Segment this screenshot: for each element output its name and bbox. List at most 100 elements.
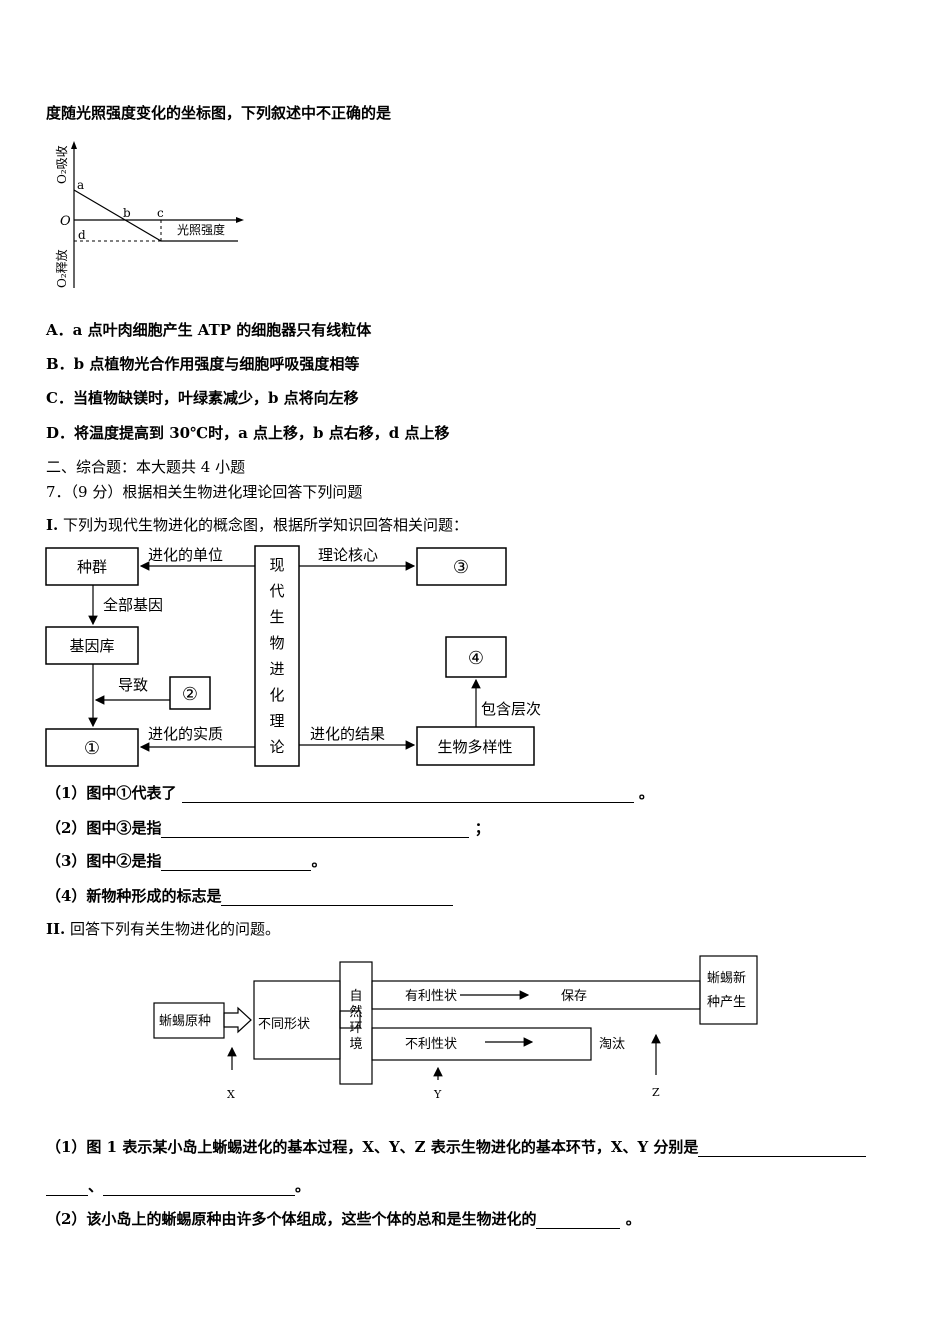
box-natural-environment [339, 961, 373, 1085]
part-2-question-2: （2）该小岛上的蜥蜴原种由许多个体组成，这些个体的总和是生物进化的 。 [46, 1209, 641, 1229]
option-a: A．a 点叶肉细胞产生 ATP 的细胞器只有线粒体 [46, 321, 372, 339]
sub-question-2-text: （2）图中③是指 [46, 819, 162, 837]
theory-char: 现 [269, 556, 284, 574]
point-b-label: b [123, 206, 131, 220]
theory-char: 代 [269, 582, 284, 600]
keep-label: 保存 [561, 989, 587, 1004]
question-7: 7．（9 分）根据相关生物进化理论回答下列问题 [46, 483, 363, 501]
different-traits-label: 不同形状 [258, 1017, 310, 1032]
box-2 [169, 676, 211, 710]
modern-theory-label: 现 代 生 物 进 化 理 论 [269, 556, 284, 756]
answer-blank-4[interactable] [221, 891, 454, 906]
sub-question-4-text: （4）新物种形成的标志是 [46, 887, 222, 905]
part-1-text: 下列为现代生物进化的概念图，根据所学知识回答相关问题： [58, 516, 469, 534]
sub-question-1: （1）图中①代表了 。 [46, 783, 654, 803]
point-d-label: d [78, 228, 86, 242]
hollow-arrow [223, 1006, 252, 1034]
gene-pool-label: 基因库 [69, 637, 114, 655]
y-bottom-label: O₂释放 [54, 249, 69, 288]
part-2-question-2-end: 。 [625, 1210, 641, 1228]
part-2-heading: II. 回答下列有关生物进化的问题。 [46, 919, 280, 939]
part-1-heading: I. 下列为现代生物进化的概念图，根据所学知识回答相关问题： [46, 515, 468, 535]
environment-char: 境 [349, 1037, 362, 1052]
sub-question-1-end: 。 [638, 784, 654, 802]
unfavorable-label: 不利性状 [405, 1037, 457, 1052]
box-gene-pool [45, 626, 139, 665]
environment-char: 然 [349, 1004, 362, 1020]
part-2-question-1-continued: 、。 [46, 1176, 310, 1196]
circle-3-label: ③ [453, 557, 469, 578]
label-evolution-unit: 进化的单位 [148, 546, 223, 564]
part-1-roman: I. [46, 516, 59, 534]
part-2-text: 回答下列有关生物进化的问题。 [65, 920, 281, 938]
point-c-label: c [157, 206, 164, 220]
y-label: Y [433, 1088, 442, 1101]
section-heading: 二、综合题：本大题共 4 小题 [46, 458, 246, 476]
sub-question-4: （4）新物种形成的标志是 [46, 886, 454, 906]
theory-char: 化 [269, 686, 284, 704]
theory-char: 理 [269, 712, 284, 730]
option-d: D．将温度提高到 30℃时，a 点上移，b 点右移，d 点上移 [46, 424, 450, 442]
box-new-species [699, 955, 758, 1025]
y-axis-arrow [71, 141, 77, 149]
label-evolution-essence: 进化的实质 [148, 725, 223, 743]
new-species-label-2: 种产生 [707, 995, 746, 1010]
circle-2-label: ② [182, 684, 198, 705]
light-intensity-graph: O a b c d 光照强度 O₂吸收 O₂释放 [54, 141, 244, 288]
intro-line: 度随光照强度变化的坐标图，下列叙述中不正确的是 [46, 104, 392, 122]
theory-char: 生 [269, 608, 284, 626]
box-1 [45, 728, 139, 767]
z-label: Z [652, 1086, 660, 1099]
sub-question-3-text: （3）图中②是指 [46, 852, 162, 870]
answer-blank-3[interactable] [161, 856, 312, 871]
sub-question-1-text: （1）图中①代表了 [46, 784, 177, 802]
box-3 [416, 547, 507, 586]
label-evolution-result: 进化的结果 [310, 725, 385, 743]
x-axis-label: 光照强度 [177, 222, 225, 237]
box-modern-theory [254, 545, 300, 767]
theory-char: 物 [269, 634, 284, 652]
environment-char: 自 [349, 989, 362, 1004]
y-top-label: O₂吸收 [55, 145, 69, 184]
answer-blank-x-cont[interactable] [46, 1181, 88, 1196]
part-2-question-1: （1）图 1 表示某小岛上蜥蜴进化的基本过程，X、Y、Z 表示生物进化的基本环节… [46, 1137, 867, 1157]
x-label: X [227, 1088, 235, 1101]
evolution-concept-map: 种群 基因库 ① ② ③ ④ 生物多样性 现 代 生 物 进 化 理 论 进化的… [45, 545, 541, 767]
label-theory-core: 理论核心 [318, 546, 378, 564]
label-levels: 包含层次 [481, 700, 541, 718]
x-axis-arrow [236, 217, 244, 223]
theory-char: 进 [269, 660, 284, 678]
theory-char: 论 [269, 738, 284, 756]
box-4 [445, 636, 507, 678]
sub-question-3: （3）图中②是指 。 [46, 851, 326, 871]
option-b: B．b 点植物光合作用强度与细胞呼吸强度相等 [46, 355, 360, 373]
new-species-label-1: 蜥蜴新 [707, 970, 746, 986]
favorable-label: 有利性状 [405, 989, 457, 1004]
answer-blank-2[interactable] [161, 823, 470, 838]
sub-question-3-end: 。 [311, 852, 327, 870]
answer-blank-y[interactable] [103, 1181, 296, 1196]
circle-1-label: ① [84, 738, 100, 759]
population-label: 种群 [77, 558, 107, 576]
answer-blank-x[interactable] [698, 1142, 867, 1157]
part-2-question-1-text: （1）图 1 表示某小岛上蜥蜴进化的基本过程，X、Y、Z 表示生物进化的基本环节… [46, 1138, 699, 1156]
box-unfavorable [371, 1027, 592, 1061]
natural-environment-label: 自 然 环 境 [349, 989, 362, 1052]
box-population [45, 547, 139, 586]
separator: 、 [88, 1177, 104, 1195]
part-2-roman: II. [46, 920, 66, 938]
sub-question-2-end: ； [474, 819, 490, 837]
biodiversity-label: 生物多样性 [437, 738, 512, 756]
option-c: C．当植物缺镁时，叶绿素减少，b 点将向左移 [46, 389, 359, 407]
label-all-genes: 全部基因 [103, 596, 163, 614]
part-2-question-2-text: （2）该小岛上的蜥蜴原种由许多个体组成，这些个体的总和是生物进化的 [46, 1210, 537, 1228]
environment-char: 环 [349, 1021, 362, 1036]
sub-question-2: （2）图中③是指 ； [46, 818, 490, 838]
circle-4-label: ④ [468, 648, 484, 669]
answer-blank-unit[interactable] [536, 1214, 621, 1229]
label-cause: 导致 [118, 676, 148, 694]
eliminate-label: 淘汰 [599, 1037, 625, 1052]
answer-blank-1[interactable] [181, 788, 634, 803]
origin-label: O [60, 214, 71, 229]
point-a-label: a [77, 178, 84, 192]
